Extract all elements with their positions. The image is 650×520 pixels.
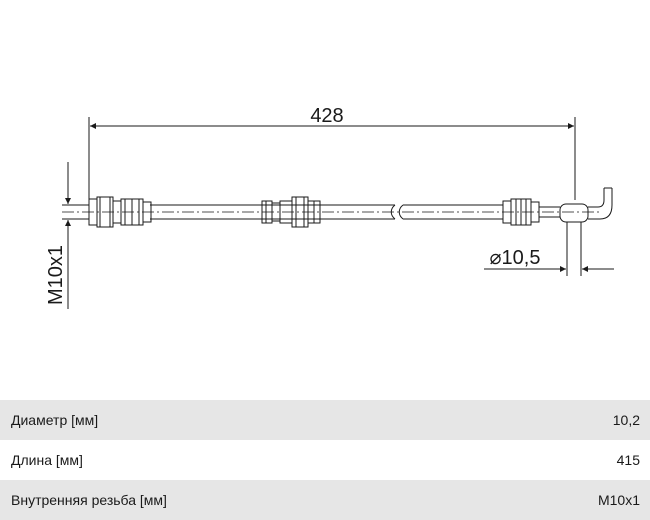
brake-hose-drawing: 428 M10x1 ⌀10,5 bbox=[45, 105, 614, 309]
length-label: 428 bbox=[310, 105, 343, 127]
hose-body-right bbox=[403, 204, 503, 220]
spec-value: 415 bbox=[616, 452, 640, 468]
spec-label: Длина [мм] bbox=[11, 452, 83, 468]
diameter-label: ⌀10,5 bbox=[490, 247, 541, 269]
spec-value: M10x1 bbox=[597, 492, 640, 508]
left-end-fitting bbox=[88, 196, 152, 228]
thread-label: M10x1 bbox=[45, 245, 67, 305]
spec-value: 10,2 bbox=[612, 412, 640, 428]
bent-pipe-end bbox=[559, 187, 613, 223]
thread-dimension bbox=[62, 162, 89, 309]
spec-label: Внутренняя резьба [мм] bbox=[11, 492, 167, 508]
spec-label: Диаметр [мм] bbox=[11, 412, 99, 428]
diameter-dimension bbox=[484, 222, 614, 276]
middle-fitting bbox=[261, 196, 321, 228]
break-symbol bbox=[390, 204, 404, 220]
spec-row-thread: Внутренняя резьба [мм] M10x1 bbox=[0, 480, 650, 520]
spec-row-diameter: Диаметр [мм] 10,2 bbox=[0, 400, 650, 440]
right-end-fitting bbox=[502, 198, 560, 226]
specs-table: Диаметр [мм] 10,2 Длина [мм] 415 Внутрен… bbox=[0, 400, 650, 520]
spec-row-length: Длина [мм] 415 bbox=[0, 440, 650, 480]
